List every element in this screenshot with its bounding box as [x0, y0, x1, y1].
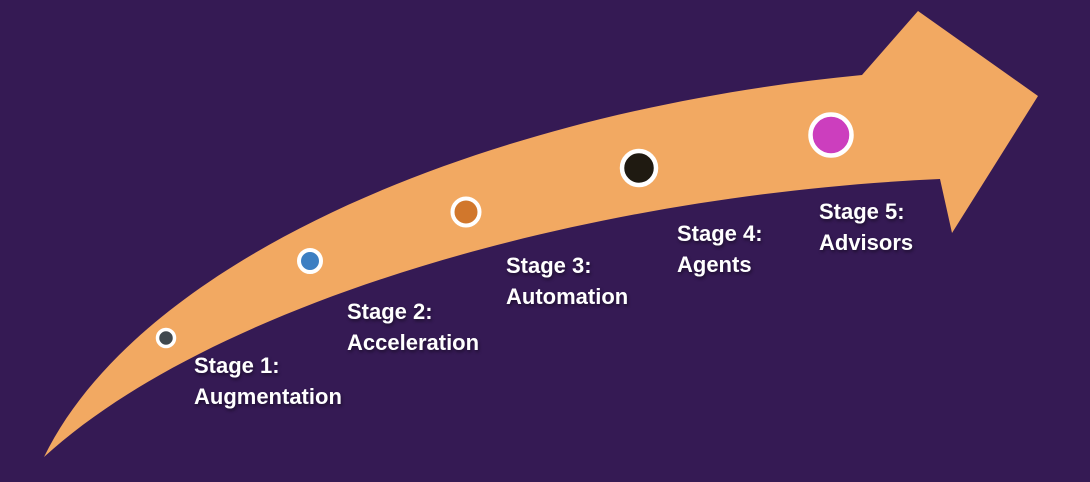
stage-5-label: Stage 5: Advisors	[819, 196, 913, 258]
stage-4-label-line1: Stage 4:	[677, 221, 763, 246]
stage-4-dot	[619, 148, 659, 188]
stage-1-label-line2: Augmentation	[194, 384, 342, 409]
stage-3-label-line1: Stage 3:	[506, 253, 592, 278]
stage-4-label: Stage 4: Agents	[677, 218, 763, 280]
stage-3-dot	[450, 196, 482, 228]
stage-1-label: Stage 1: Augmentation	[194, 350, 342, 412]
stage-2-label-line2: Acceleration	[347, 330, 480, 355]
stage-1-label-line1: Stage 1:	[194, 353, 280, 378]
stage-3-label-line2: Automation	[506, 284, 629, 309]
stage-3-label: Stage 3: Automation	[506, 250, 628, 312]
stage-4-label-line2: Agents	[677, 252, 752, 277]
stage-5-label-line1: Stage 5:	[819, 199, 905, 224]
stage-2-label: Stage 2: Acceleration	[347, 296, 479, 358]
stage-2-dot	[297, 248, 323, 274]
stage-1-dot	[155, 327, 177, 349]
growth-arrow-icon	[44, 11, 1038, 457]
stage-5-label-line2: Advisors	[819, 230, 914, 255]
stage-5-dot	[808, 112, 854, 158]
stage-2-label-line1: Stage 2:	[347, 299, 433, 324]
